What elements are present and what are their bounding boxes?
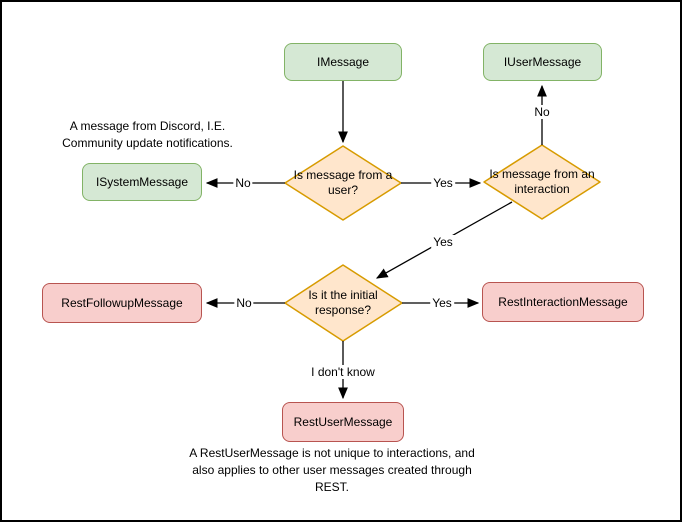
decision-initial-response-text: Is it the initial response? [308,288,378,317]
edge-label-yes-initial-question: Yes [431,235,455,249]
edge-label-yes-interactionmessage: Yes [430,296,454,310]
node-restfollowupmessage-label: RestFollowupMessage [61,295,183,310]
note-restusermessage: A RestUserMessage is not unique to inter… [189,446,475,494]
edge-label-yes-interaction-question: Yes [431,176,455,190]
note-systemmessage: A message from Discord, I.E. Community u… [62,119,233,150]
decision-from-interaction-label: Is message from an interaction [487,152,597,212]
node-restfollowupmessage: RestFollowupMessage [42,283,202,323]
decision-from-user-text: Is message from a user? [293,168,393,197]
decision-from-user-label: Is message from a user? [288,153,398,213]
decision-from-user-shape [284,145,402,221]
node-restinteractionmessage: RestInteractionMessage [482,282,644,322]
decision-initial-response-label: Is it the initial response? [293,273,393,333]
edge-label-no-followupmessage: No [234,296,254,310]
edge-label-no-systemmessage: No [233,176,253,190]
edge-label-idk-restusermessage: I don't know [309,365,377,379]
node-restusermessage: RestUserMessage [282,402,404,442]
node-imessage-label: IMessage [316,54,370,69]
node-isystemmessage-label: ISystemMessage [95,174,189,189]
node-iusermessage: IUserMessage [483,43,602,81]
node-iusermessage-label: IUserMessage [503,54,582,69]
decision-from-interaction-text: Is message from an interaction [489,167,595,196]
decision-from-interaction-shape [483,144,601,220]
node-restinteractionmessage-label: RestInteractionMessage [498,294,628,309]
edge-label-no-usermessage: No [532,105,552,119]
node-restusermessage-label: RestUserMessage [293,414,393,429]
node-isystemmessage: ISystemMessage [82,163,202,201]
node-imessage: IMessage [284,43,402,81]
